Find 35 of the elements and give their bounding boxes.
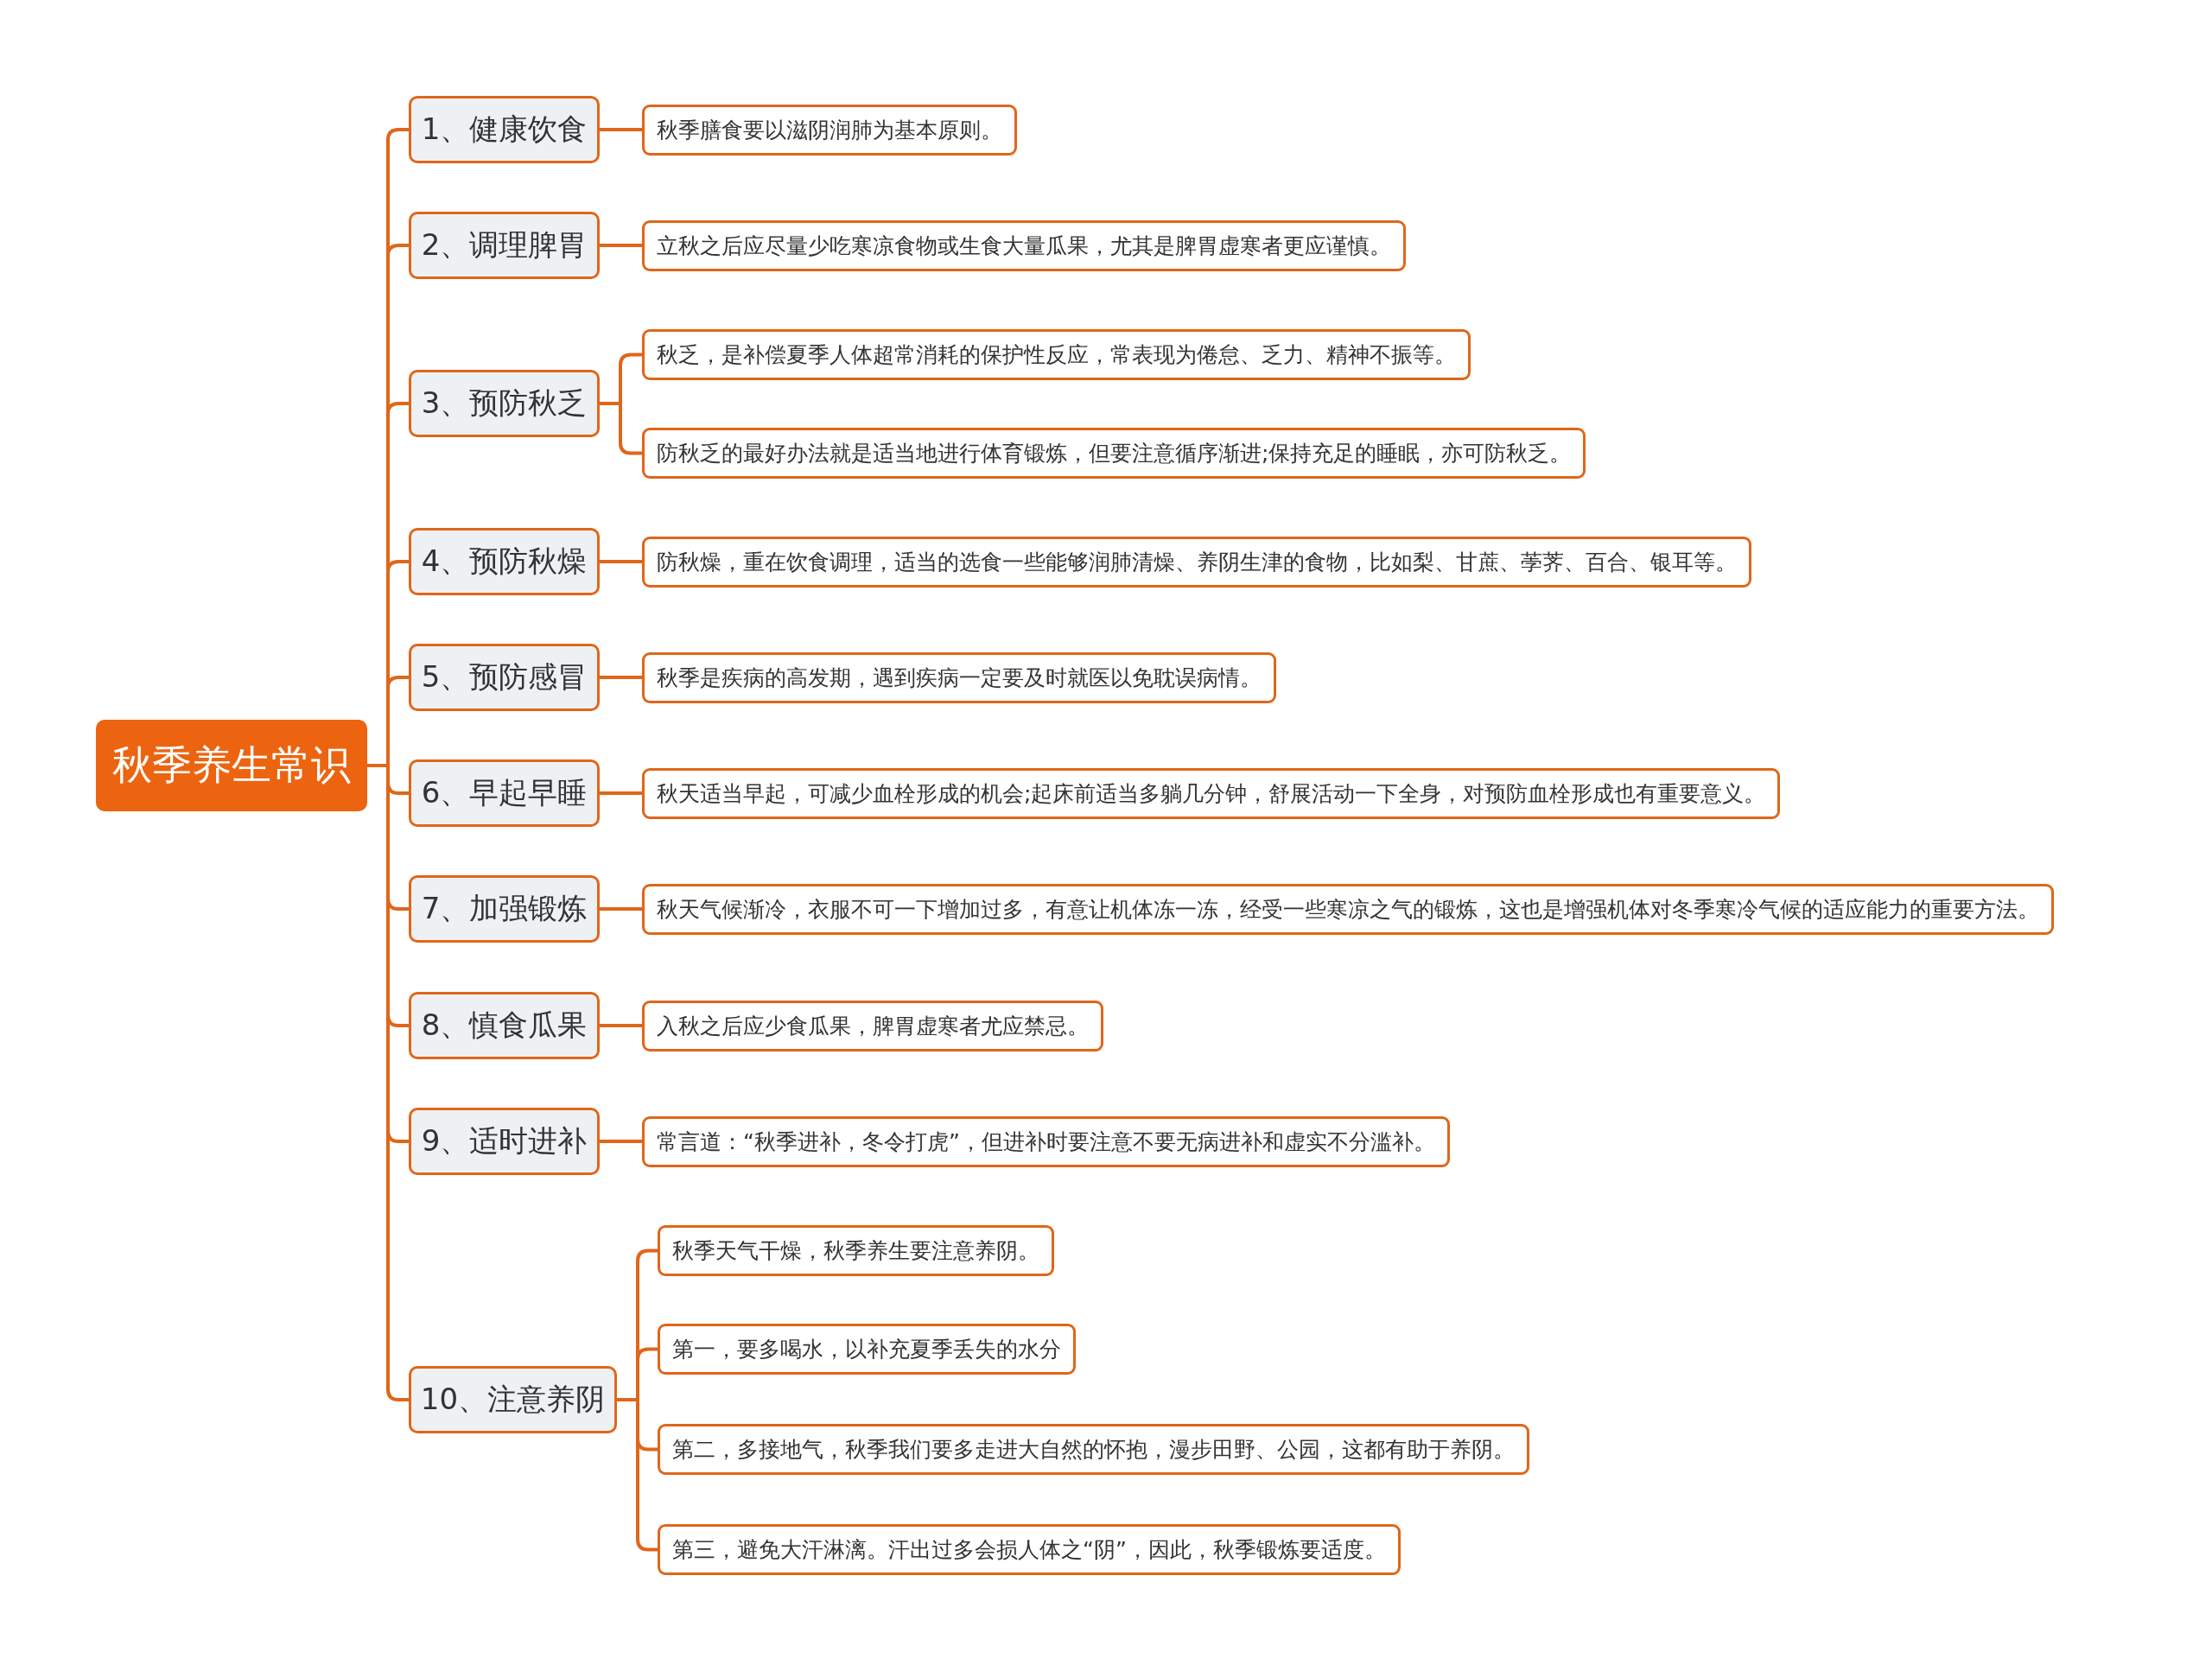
note-box: 常言道：“秋季进补，冬令打虎”，但进补时要注意不要无病进补和虚实不分滥补。 xyxy=(642,1115,1450,1167)
connector-line xyxy=(600,791,642,795)
note-box: 秋天适当早起，可减少血栓形成的机会;起床前适当多躺几分钟，舒展活动一下全身，对预防血栓形成也有重要意义。 xyxy=(642,767,1781,819)
note-box: 第一，要多喝水，以补充夏季丢失的水分 xyxy=(658,1323,1076,1375)
topic-box: 9、适时进补 xyxy=(409,1108,600,1175)
note-box: 秋季膳食要以滋阴润肺为基本原则。 xyxy=(642,104,1017,156)
note-box: 防秋燥，重在饮食调理，适当的选食一些能够润肺清燥、养阴生津的食物，比如梨、甘蔗、荸荠、百合、银耳等。 xyxy=(642,536,1751,588)
connector-line xyxy=(600,128,642,131)
topic-box: 4、预防秋燥 xyxy=(409,528,600,595)
note-box: 防秋乏的最好办法就是适当地进行体育锻炼，但要注意循序渐进;保持充足的睡眠，亦可防秋乏。 xyxy=(642,427,1586,479)
note-box: 第二，多接地气，秋季我们要多走进大自然的怀抱，漫步田野、公园，这都有助于养阴。 xyxy=(658,1423,1529,1475)
note-box: 入秋之后应少食瓜果，脾胃虚寒者尤应禁忌。 xyxy=(642,1000,1103,1052)
connector-line xyxy=(600,907,642,911)
topic-box: 6、早起早睡 xyxy=(409,759,600,827)
topic-box: 7、加强锻炼 xyxy=(409,875,600,943)
connector-line xyxy=(600,244,642,247)
connector-line xyxy=(600,1024,642,1027)
connector-line xyxy=(617,1398,658,1552)
topic-box: 8、慎食瓜果 xyxy=(409,992,600,1059)
connector-line xyxy=(600,560,642,563)
note-box: 秋季是疾病的高发期，遇到疾病一定要及时就医以免耽误病情。 xyxy=(642,651,1276,703)
root-topic-box: 秋季养生常识 xyxy=(96,720,367,811)
note-box: 立秋之后应尽量少吃寒凉食物或生食大量瓜果，尤其是脾胃虚寒者更应谨慎。 xyxy=(642,219,1406,271)
note-box: 秋天气候渐冷，衣服不可一下增加过多，有意让机体冻一冻，经受一些寒凉之气的锻炼，这也是增强机体对冬季寒冷气候的适应能力的重要方法。 xyxy=(642,883,2054,935)
topic-box: 3、预防秋乏 xyxy=(409,370,600,437)
topic-box: 10、注意养阴 xyxy=(409,1366,617,1433)
note-box: 秋季天气干燥，秋季养生要注意养阴。 xyxy=(658,1224,1054,1276)
note-box: 第三，避免大汗淋漓。汗出过多会损人体之“阴”，因此，秋季锻炼要适度。 xyxy=(658,1523,1401,1575)
note-box: 秋乏，是补偿夏季人体超常消耗的保护性反应，常表现为倦怠、乏力、精神不振等。 xyxy=(642,328,1471,380)
topic-box: 2、调理脾胃 xyxy=(409,212,600,279)
connector-line xyxy=(600,1140,642,1143)
topic-box: 5、预防感冒 xyxy=(409,644,600,711)
connector-line xyxy=(600,402,642,455)
connector-line xyxy=(600,676,642,679)
topic-box: 1、健康饮食 xyxy=(409,96,600,163)
